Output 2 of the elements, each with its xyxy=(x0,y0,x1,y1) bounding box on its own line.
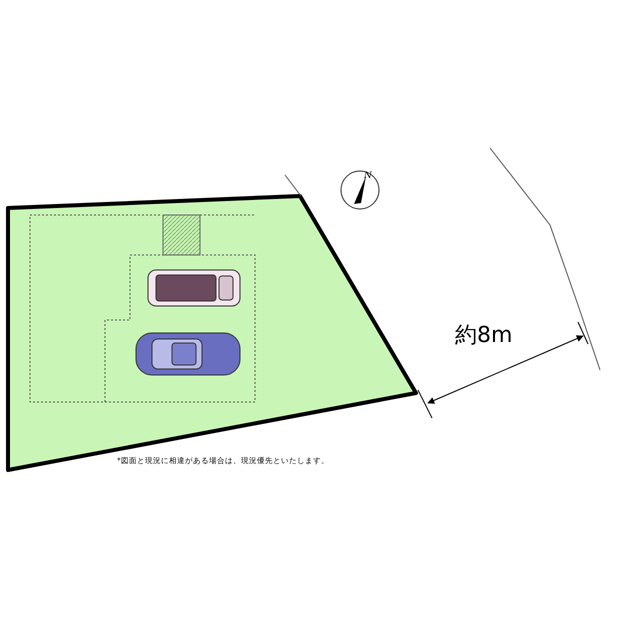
dimension-label: 約8m xyxy=(455,325,512,347)
north-label: N xyxy=(364,172,372,181)
